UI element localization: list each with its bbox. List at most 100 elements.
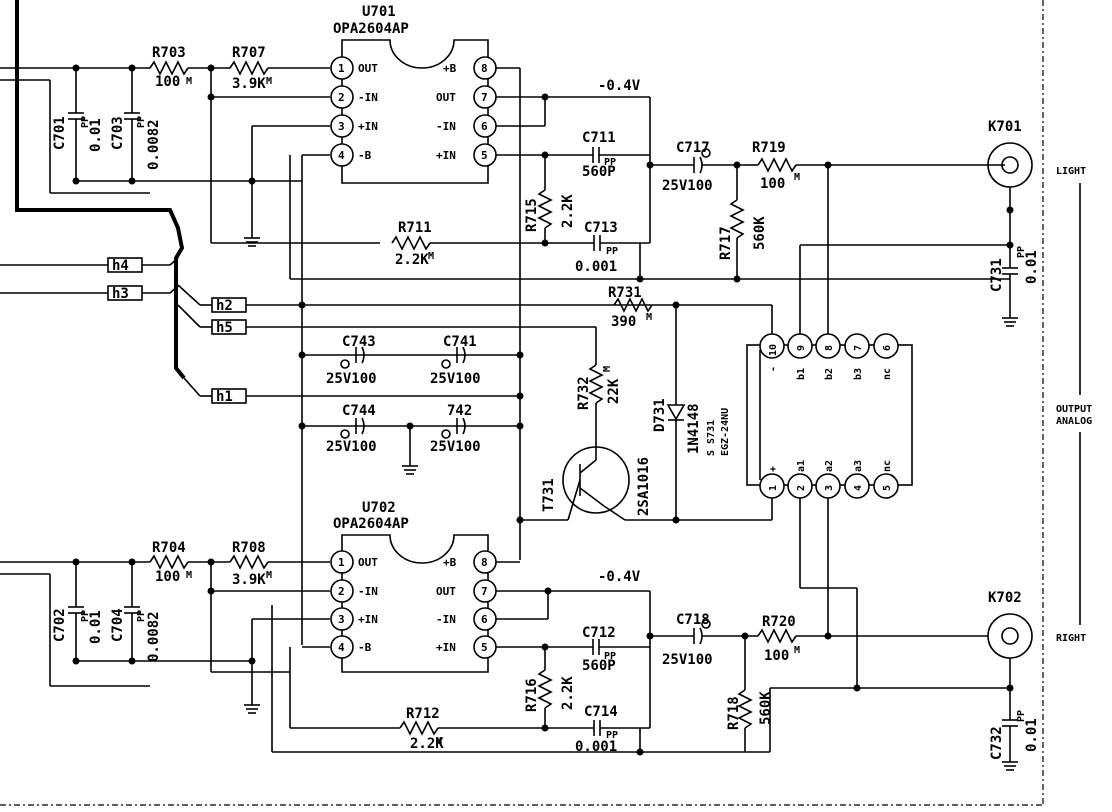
r720-ref: R720 <box>762 614 796 630</box>
c713-pp: PP <box>606 246 618 257</box>
c703-val: 0.0082 <box>146 119 162 170</box>
c711-val: 560P <box>582 164 616 180</box>
u701-vneg: -B <box>358 149 372 162</box>
power-section: C743 25V100 C741 25V100 C744 25V100 742 … <box>302 285 773 524</box>
c741-ref: C741 <box>443 334 477 350</box>
sw-pin10: 10 <box>768 344 779 356</box>
harness-h3: h3 <box>0 285 179 302</box>
connector-k702: K702 RIGHT C732 0.01 PP <box>987 590 1086 771</box>
r717-ref: R717 <box>718 226 734 260</box>
sw-name-nc2: nc <box>882 460 893 472</box>
c732-val: 0.01 <box>1024 718 1040 752</box>
sw-pin2: 2 <box>796 485 807 491</box>
c701-ref: C701 <box>52 116 68 150</box>
u701-ref: U701 <box>362 4 396 20</box>
switch-bottom-pins: 1 2 3 4 5 + a1 a2 a3 nc <box>759 460 899 499</box>
r731-m: M <box>646 312 652 323</box>
u701-pin7: 7 <box>481 91 488 104</box>
s731-part: EGZ-24NU <box>720 408 731 456</box>
harness-h1-label: h1 <box>216 389 233 405</box>
sw-name-a3: a3 <box>853 460 864 472</box>
c717-ref: C717 <box>676 140 710 156</box>
u701-vpos: +B <box>443 62 457 75</box>
harness-h5: h5 <box>177 304 596 336</box>
r731-val: 390 <box>611 314 636 330</box>
harness-bus <box>15 0 186 380</box>
r712-val: 2.2K <box>410 736 444 752</box>
c704-ref: C704 <box>110 608 126 642</box>
analog-label: ANALOG <box>1056 416 1092 427</box>
c712-ref: C712 <box>582 625 616 641</box>
r719-ref: R719 <box>752 140 786 156</box>
u701-pin3: 3 <box>338 120 345 133</box>
c702-pp: PP <box>80 610 91 622</box>
r719-m: M <box>794 172 800 183</box>
r704-val: 100 <box>155 569 180 585</box>
k701-ref: K701 <box>988 119 1022 135</box>
ic-u702: U702 OPA2604AP 1 2 3 4 OUT -IN +IN -B 8 … <box>302 500 548 673</box>
u701-pin2: 2 <box>338 91 345 104</box>
u702-vpos: +B <box>443 556 457 569</box>
sw-name-minus: - <box>768 366 779 372</box>
r717-val: 560K <box>752 216 768 250</box>
c732-pp: PP <box>1016 710 1027 722</box>
u701-pin8: 8 <box>481 62 488 75</box>
input-network-bottom: R704 100 M R708 3.9K M C702 0.01 PP C704… <box>0 540 640 753</box>
t731-ref: T731 <box>541 478 557 512</box>
u701-part: OPA2604AP <box>333 21 409 37</box>
r731-ref: R731 <box>608 285 642 301</box>
c731-pp: PP <box>1016 246 1027 258</box>
switch-s731: 10 9 8 7 6 - b1 b2 b3 nc 1 2 3 4 5 + a1 … <box>706 333 913 692</box>
sw-pin8: 8 <box>824 345 835 351</box>
u701-in1n: -IN <box>358 91 378 104</box>
c712-val: 560P <box>582 658 616 674</box>
r732-ref: R732 <box>576 376 592 410</box>
u702-in1n: -IN <box>358 585 378 598</box>
r708-ref: R708 <box>232 540 266 556</box>
sw-pin6: 6 <box>882 345 893 351</box>
k702-ref: K702 <box>988 590 1022 606</box>
r719-val: 100 <box>760 176 785 192</box>
r720-val: 100 <box>764 648 789 664</box>
c701-pp: PP <box>80 116 91 128</box>
c743-val: 25V100 <box>326 371 377 387</box>
input-network-top: R703 100 M R707 3.9K M C701 0.01 PP C703… <box>0 45 380 247</box>
c732-ref: C732 <box>989 726 1005 760</box>
c713-ref: C713 <box>584 220 618 236</box>
r718-ref: R718 <box>726 696 742 730</box>
r703-m: M <box>186 76 192 87</box>
r708-m: M <box>266 570 272 581</box>
c712-pp: PP <box>604 651 616 662</box>
c714-pp: PP <box>606 730 618 741</box>
c718-ref: C718 <box>676 612 710 628</box>
sw-name-b3: b3 <box>853 368 864 380</box>
harness-h3-label: h3 <box>112 286 129 302</box>
r718-val: 560K <box>758 691 774 725</box>
harness-h1: h1 <box>183 377 520 405</box>
ic-u701: U701 OPA2604AP 1 2 3 4 OUT -IN +IN -B 8 … <box>302 4 545 184</box>
t731-val: 2SA1016 <box>636 457 652 516</box>
c744-val: 25V100 <box>326 439 377 455</box>
c742-val: 25V100 <box>430 439 481 455</box>
sw-pin7: 7 <box>853 345 864 351</box>
c713-val: 0.001 <box>575 259 617 275</box>
r711-ref: R711 <box>398 220 432 236</box>
r732-val: 22K <box>606 378 622 404</box>
u702-out1: OUT <box>358 556 378 569</box>
u702-ref: U702 <box>362 500 396 516</box>
r715-val: 2.2K <box>560 194 576 228</box>
c714-val: 0.001 <box>575 739 617 755</box>
c704-val: 0.0082 <box>146 611 162 662</box>
r712-m: M <box>436 736 442 747</box>
r720-m: M <box>794 645 800 656</box>
connector-k701: K701 LIGHT C731 0.01 PP <box>987 119 1086 327</box>
u701-out1: OUT <box>358 62 378 75</box>
output-label: OUTPUT <box>1056 404 1092 415</box>
sw-pin5: 5 <box>882 485 893 491</box>
u702-pin2: 2 <box>338 585 345 598</box>
sw-name-b1: b1 <box>796 368 807 380</box>
switch-top-pins: 10 9 8 7 6 - b1 b2 b3 nc <box>759 333 899 380</box>
sw-pin1: 1 <box>768 485 779 491</box>
c701-val: 0.01 <box>88 118 104 152</box>
voltage-bottom: -0.4V <box>598 569 641 585</box>
